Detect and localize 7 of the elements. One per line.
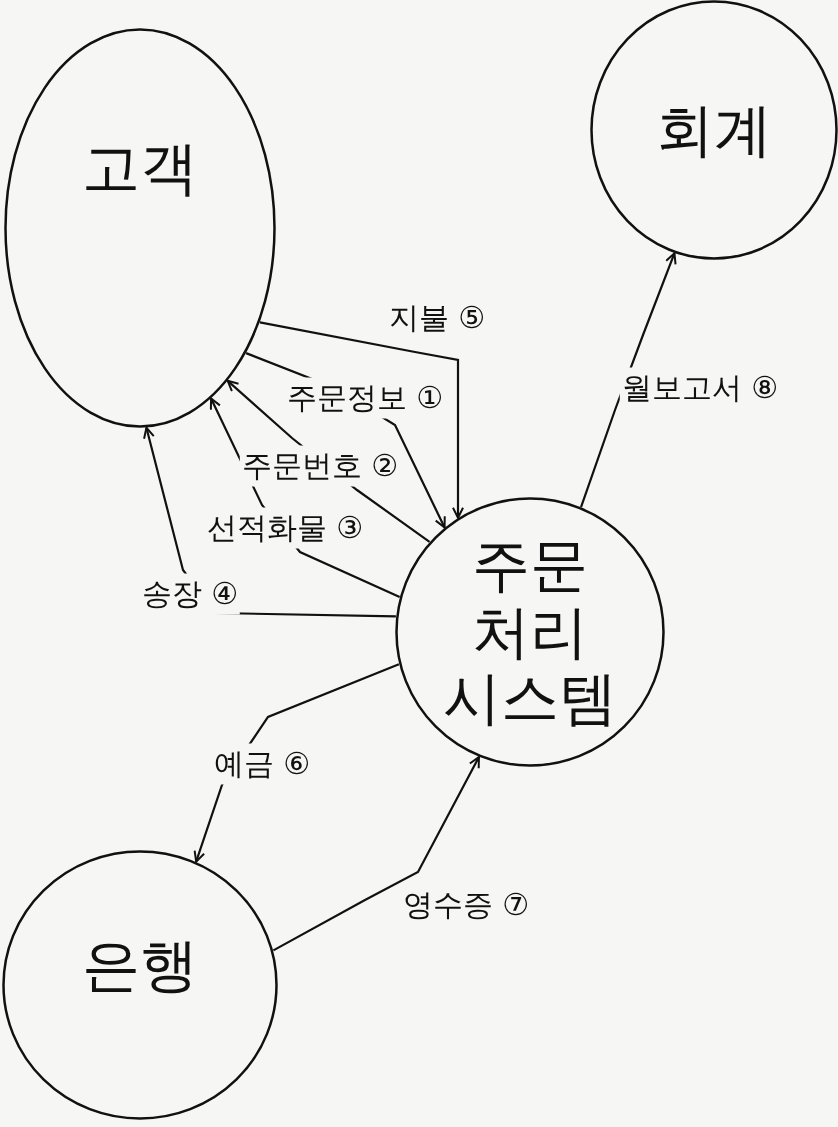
- arrow: [259, 321, 464, 519]
- arrow: [580, 252, 677, 508]
- node-label: 회계: [656, 96, 772, 164]
- node-label: 은행: [82, 931, 198, 999]
- node-label: 고객: [82, 134, 198, 202]
- node-label: 주문 처리 시스템: [443, 531, 617, 733]
- arrow: [272, 756, 480, 952]
